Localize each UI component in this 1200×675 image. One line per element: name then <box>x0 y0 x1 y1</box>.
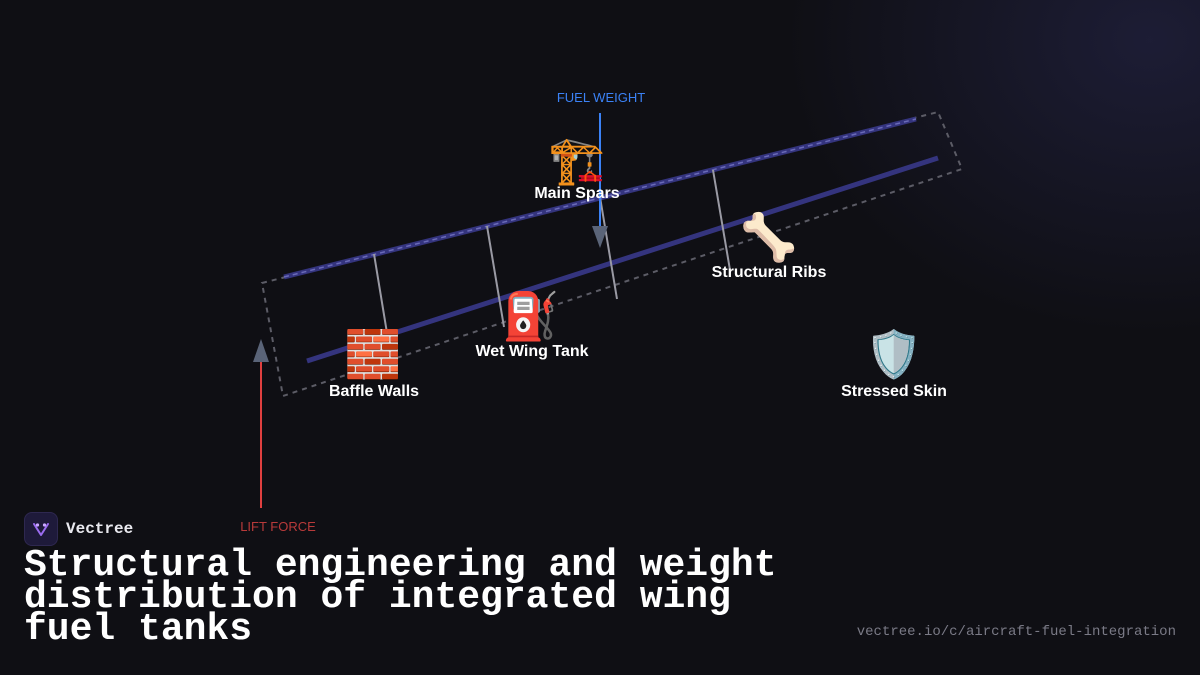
component-label-main-spars: Main Spars <box>534 185 619 202</box>
lift-force-arrowhead <box>253 339 269 362</box>
bone-icon: 🦴 <box>740 209 797 264</box>
fuel-pump-icon: ⛽ <box>502 290 559 343</box>
component-structural-ribs: 🦴 Structural Ribs <box>712 209 827 281</box>
component-label-stressed-skin: Stressed Skin <box>841 383 947 400</box>
component-main-spars: 🏗️ Main Spars <box>534 134 619 202</box>
component-label-structural-ribs: Structural Ribs <box>712 264 827 281</box>
brick-wall-icon: 🧱 <box>344 328 401 381</box>
rib-1 <box>373 253 388 334</box>
component-stressed-skin: 🛡️ Stressed Skin <box>841 328 947 400</box>
brand-name: Vectree <box>66 520 134 538</box>
component-label-baffle-walls: Baffle Walls <box>329 383 419 400</box>
rib-3 <box>599 196 618 300</box>
lift-force-label: LIFT FORCE <box>240 519 316 534</box>
vectree-logo-mark <box>33 523 49 536</box>
crane-icon: 🏗️ <box>548 134 605 187</box>
component-wet-wing-tank: ⛽ Wet Wing Tank <box>475 290 588 360</box>
source-url[interactable]: vectree.io/c/aircraft-fuel-integration <box>856 624 1176 640</box>
brand: Vectree <box>24 512 133 546</box>
component-label-wet-wing-tank: Wet Wing Tank <box>475 343 588 360</box>
vectree-logo-icon <box>24 512 58 546</box>
shield-icon: 🛡️ <box>865 328 922 381</box>
fuel-weight-label: FUEL WEIGHT <box>557 90 645 105</box>
rib-2 <box>486 225 505 328</box>
component-baffle-walls: 🧱 Baffle Walls <box>329 328 419 400</box>
lower-spar <box>306 155 939 364</box>
rib-4 <box>712 169 731 271</box>
page-title: Structural engineering and weight distri… <box>24 544 777 651</box>
fuel-weight-arrowhead <box>592 226 608 248</box>
